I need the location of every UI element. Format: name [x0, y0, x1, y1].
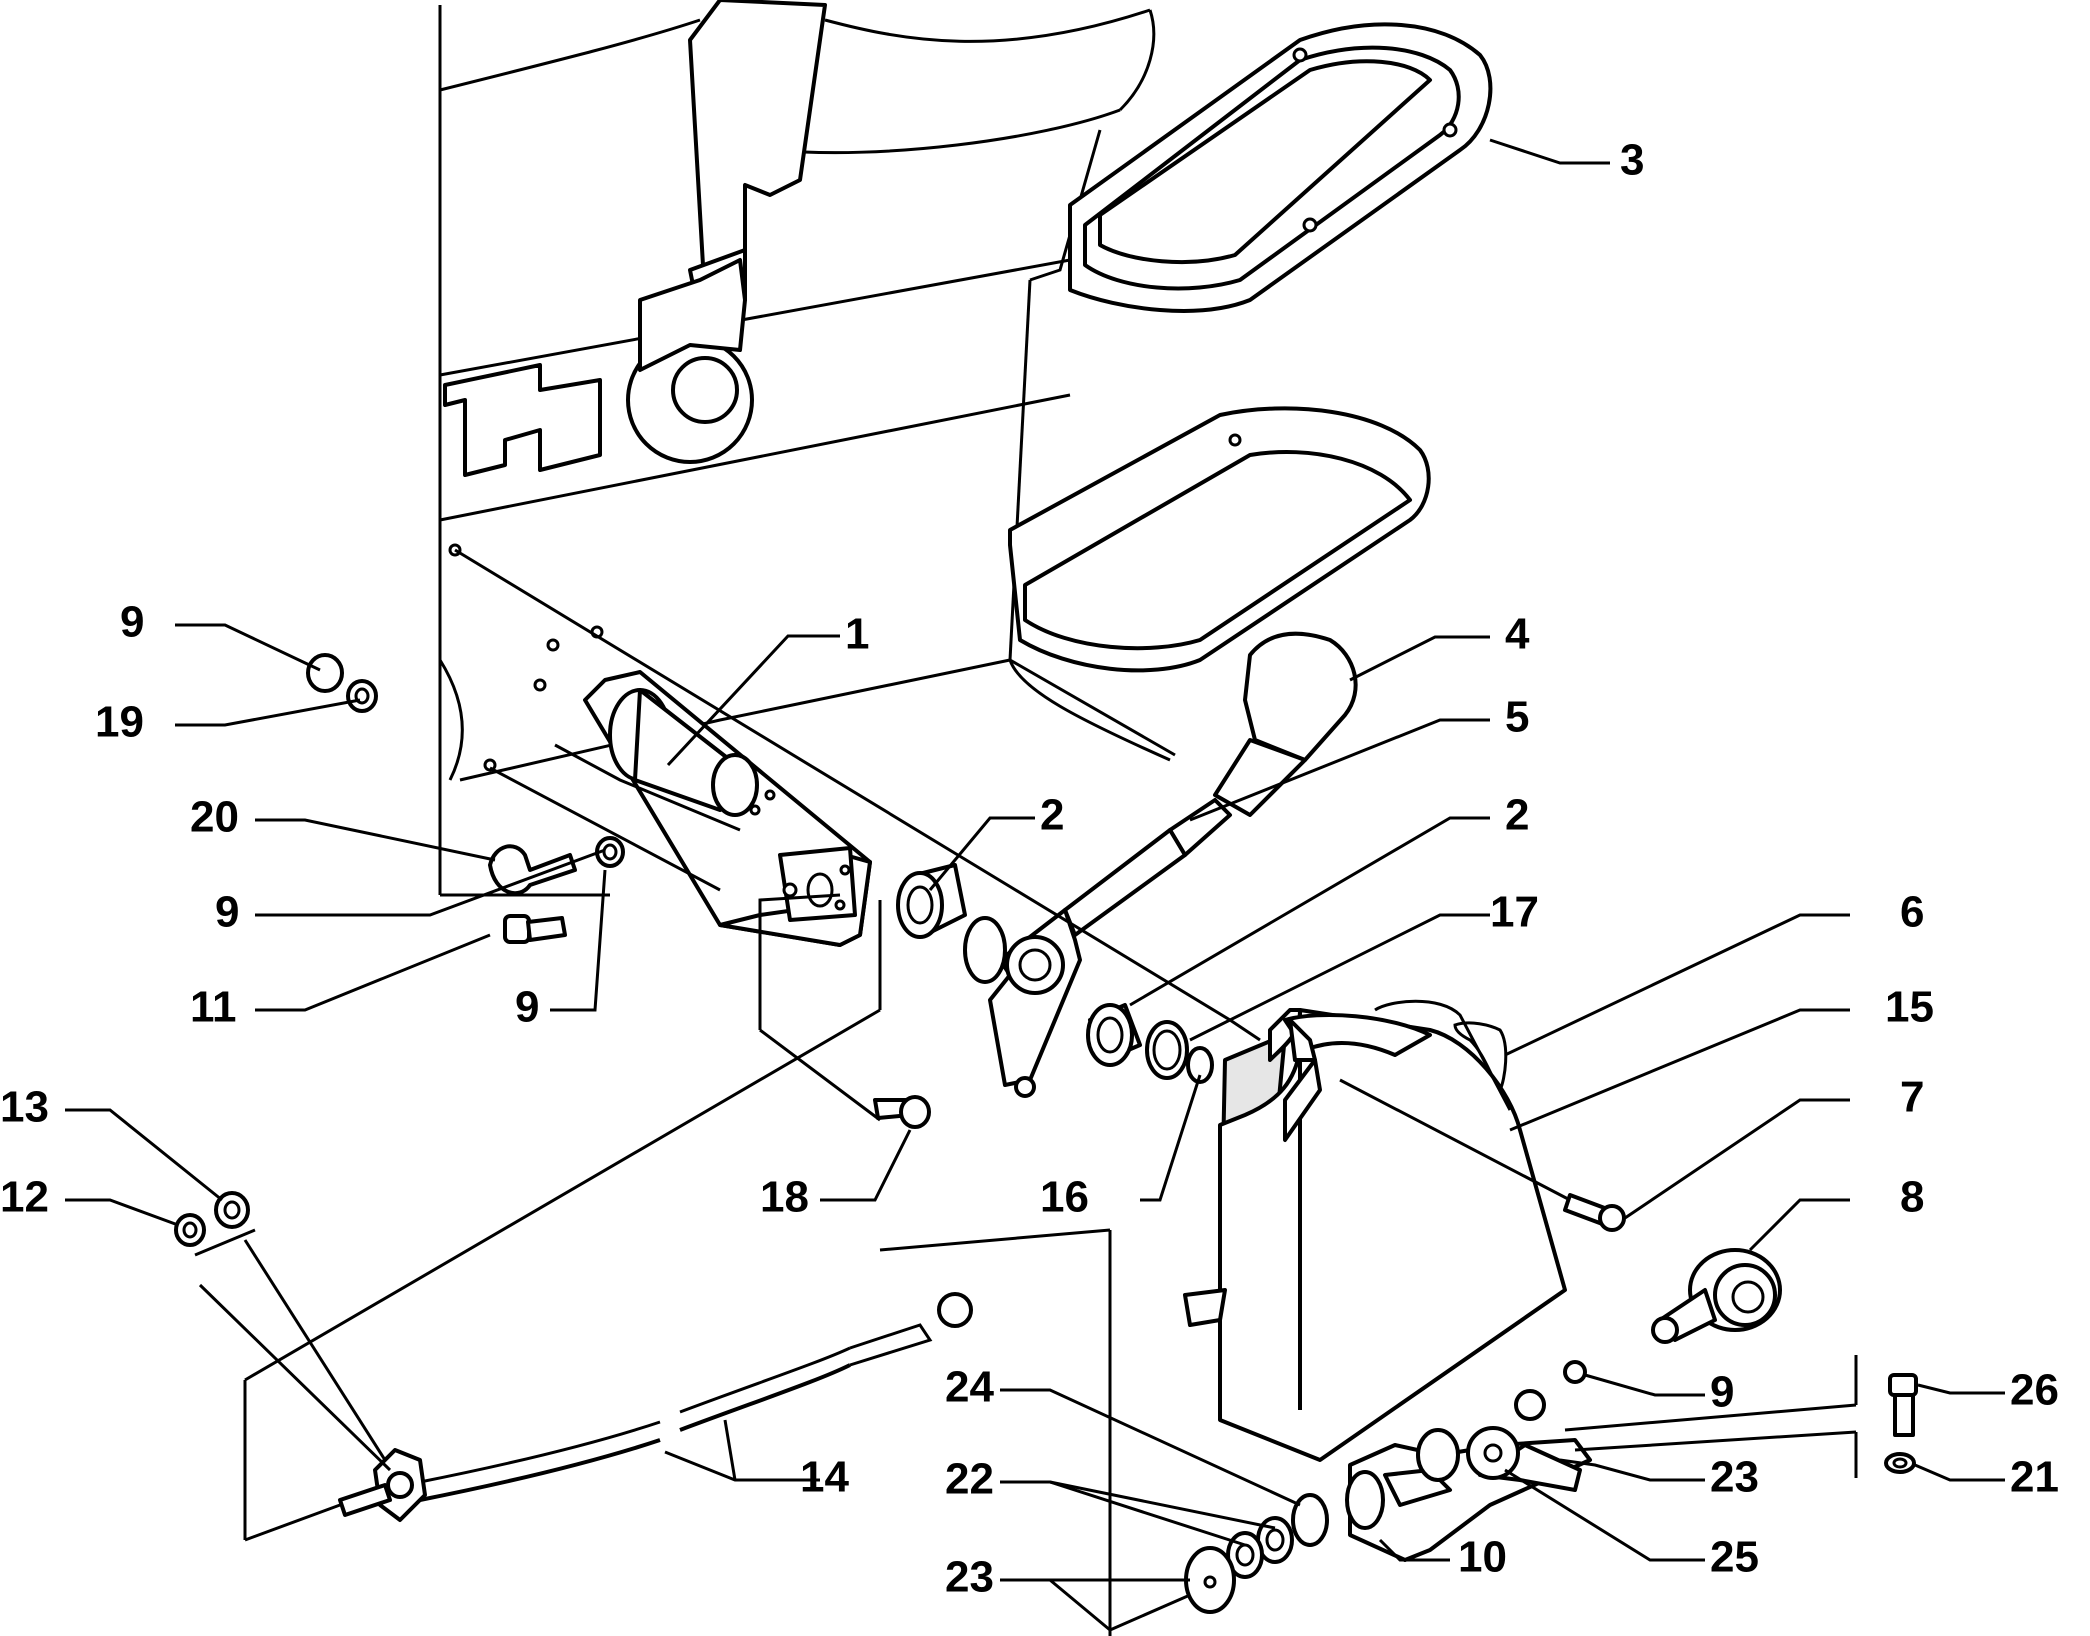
ball-joint: [1651, 1248, 1782, 1344]
washers-bottom: [1184, 1493, 1329, 1614]
callout-24: 24: [945, 1363, 994, 1412]
callout-8: 8: [1900, 1173, 1924, 1222]
callout-2b: 2: [1505, 791, 1529, 840]
callout-26: 26: [2010, 1366, 2059, 1415]
lever-mounting-bracket: [583, 670, 872, 947]
lower-floor-opening: [1008, 406, 1431, 673]
callout-15: 15: [1885, 983, 1934, 1032]
callout-20: 20: [190, 793, 239, 842]
callout-6: 6: [1900, 888, 1924, 937]
callout-1: 1: [845, 610, 869, 659]
spring-clip: [1453, 1021, 1508, 1093]
callout-4: 4: [1505, 610, 1530, 659]
cab-structure: [438, 0, 1493, 897]
bushings: [896, 863, 1214, 1084]
callout-2a: 2: [1040, 791, 1064, 840]
control-cable: [338, 1292, 973, 1522]
callout-9-mid-left: 9: [215, 888, 239, 937]
callout-3: 3: [1620, 136, 1644, 185]
callout-14: 14: [800, 1453, 849, 1502]
nut-9-right: [1563, 1360, 1587, 1384]
callout-5: 5: [1505, 693, 1529, 742]
callout-19: 19: [95, 698, 144, 747]
control-lever: [988, 631, 1358, 1098]
callout-10: 10: [1458, 1533, 1507, 1582]
callout-16: 16: [1040, 1173, 1089, 1222]
callout-13: 13: [0, 1083, 49, 1132]
callout-12: 12: [0, 1173, 49, 1222]
callout-18: 18: [760, 1173, 809, 1222]
leader-lines: [65, 138, 2005, 1636]
callout-23-right: 23: [1710, 1453, 1759, 1502]
callout-21: 21: [2010, 1453, 2059, 1502]
callout-7: 7: [1900, 1073, 1924, 1122]
callout-9-right: 9: [1710, 1368, 1734, 1417]
callout-25: 25: [1710, 1533, 1759, 1582]
callout-22: 22: [945, 1455, 994, 1504]
callout-17: 17: [1490, 888, 1539, 937]
bolt-26: [1884, 1373, 1918, 1474]
callout-23-bottom: 23: [945, 1553, 994, 1602]
callout-labels: 1 2 2 3 4 5 6 7 8 9 9 9 9 10 11 12 13 14…: [0, 136, 2059, 1602]
callout-9-top-left: 9: [120, 598, 144, 647]
screw-7: [1563, 1193, 1626, 1232]
cable-anchor-bracket: [1345, 1389, 1592, 1562]
nuts-left: [174, 1191, 250, 1247]
upper-floor-opening: [1068, 22, 1493, 313]
callout-11: 11: [190, 983, 237, 1032]
lever-cover-housing: [1183, 999, 1567, 1462]
callout-9-lower-left: 9: [515, 983, 539, 1032]
